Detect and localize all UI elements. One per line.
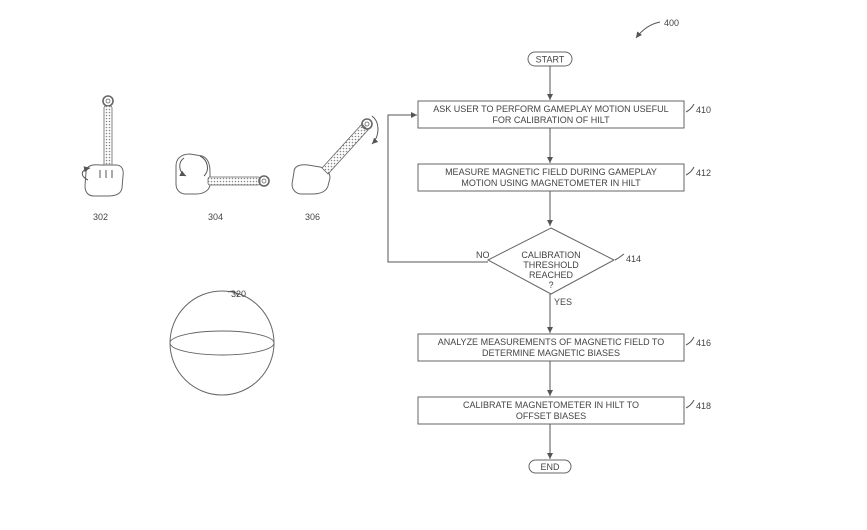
gesture-306-illustration bbox=[291, 115, 379, 195]
step-410-line1: ASK USER TO PERFORM GAMEPLAY MOTION USEF… bbox=[433, 104, 668, 114]
step-418-leader bbox=[685, 399, 695, 409]
step-418-line2: OFFSET BIASES bbox=[516, 411, 586, 421]
gesture-306-ref: 306 bbox=[305, 212, 320, 222]
decision-line1: CALIBRATION bbox=[521, 250, 580, 260]
step-418-box bbox=[417, 396, 685, 425]
decision-line3: REACHED bbox=[529, 270, 574, 280]
step-416-leader bbox=[685, 336, 695, 346]
gesture-304-illustration bbox=[175, 153, 270, 195]
step-410-box bbox=[417, 100, 685, 129]
step-410-line2: FOR CALIBRATION OF HILT bbox=[492, 115, 610, 125]
sphere-320-illustration bbox=[169, 290, 275, 396]
decision-414-ref: 414 bbox=[626, 254, 641, 264]
step-412-box bbox=[417, 163, 685, 192]
step-412-line2: MOTION USING MAGNETOMETER IN HILT bbox=[461, 178, 641, 188]
step-416-line2: DETERMINE MAGNETIC BIASES bbox=[482, 348, 620, 358]
figure-ref-leader bbox=[635, 21, 661, 39]
step-418-line1: CALIBRATE MAGNETOMETER IN HILT TO bbox=[463, 400, 639, 410]
end-terminal bbox=[528, 459, 572, 474]
step-412-line1: MEASURE MAGNETIC FIELD DURING GAMEPLAY bbox=[445, 167, 657, 177]
no-label: NO bbox=[476, 250, 490, 260]
gesture-302-illustration bbox=[81, 95, 124, 197]
step-416-box bbox=[417, 333, 685, 362]
gesture-304-ref: 304 bbox=[208, 212, 223, 222]
step-416-line1: ANALYZE MEASUREMENTS OF MAGNETIC FIELD T… bbox=[438, 337, 665, 347]
step-418-ref: 418 bbox=[696, 401, 711, 411]
step-412-ref: 412 bbox=[696, 168, 711, 178]
decision-414-leader bbox=[614, 253, 625, 261]
sphere-320-leader bbox=[227, 290, 239, 297]
decision-line2: THRESHOLD bbox=[523, 260, 579, 270]
step-416-ref: 416 bbox=[696, 338, 711, 348]
figure-ref-label: 400 bbox=[664, 18, 679, 28]
decision-line4: ? bbox=[548, 280, 553, 290]
sphere-320-ref: 320 bbox=[231, 289, 246, 299]
start-label: START bbox=[536, 55, 565, 65]
connector-no-loop bbox=[387, 112, 488, 263]
step-410-leader bbox=[685, 103, 695, 113]
step-410-ref: 410 bbox=[696, 105, 711, 115]
decision-414-diamond bbox=[486, 227, 616, 295]
yes-label: YES bbox=[554, 297, 572, 307]
gesture-302-ref: 302 bbox=[93, 212, 108, 222]
end-label: END bbox=[540, 462, 560, 472]
step-412-leader bbox=[685, 166, 695, 176]
